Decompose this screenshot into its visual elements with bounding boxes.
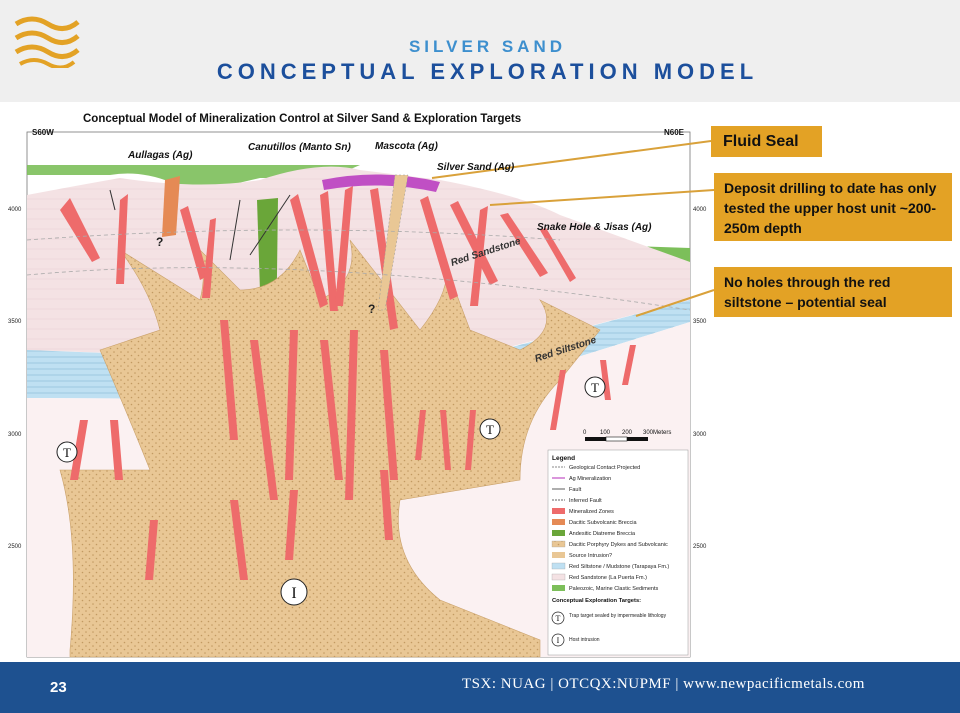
question-mark: ? xyxy=(368,302,375,316)
deposit-label-snake-hole: Snake Hole & Jisas (Ag) xyxy=(537,222,652,233)
elevation-label: 3500 xyxy=(693,319,707,325)
callout-fluid-seal: Fluid Seal xyxy=(711,126,822,157)
page-number: 23 xyxy=(50,679,67,696)
slide-title: CONCEPTUAL EXPLORATION MODEL xyxy=(216,59,759,84)
legend-item: Andesitic Diatreme Breccia xyxy=(569,531,636,537)
legend-title: Legend xyxy=(552,455,575,462)
right-edge-label: N60E xyxy=(664,128,685,137)
legend-item: Fault xyxy=(569,487,582,493)
deposit-label-canutillos: Canutillos (Manto Sn) xyxy=(248,142,351,153)
left-edge-label: S60W xyxy=(32,128,54,137)
target-symbol: T xyxy=(479,418,501,440)
legend-item: Dacitic Porphyry Dykes and Subvolcanic xyxy=(569,542,668,548)
legend-item: Ag Mineralization xyxy=(569,476,611,482)
intrusion-symbol: I xyxy=(280,578,308,606)
cross-section-diagram: Conceptual Model of Mineralization Contr… xyxy=(8,113,715,658)
svg-text:300Meters: 300Meters xyxy=(643,430,671,436)
elevation-label: 3000 xyxy=(8,432,22,438)
elevation-label: 3500 xyxy=(8,319,22,325)
mineralized-zones xyxy=(60,186,636,580)
legend-item: Mineralized Zones xyxy=(569,509,614,515)
svg-text:I: I xyxy=(557,636,560,645)
target-symbol: T xyxy=(56,441,78,463)
svg-text:200: 200 xyxy=(622,430,633,436)
svg-text:I: I xyxy=(291,585,296,602)
elevation-label: 4000 xyxy=(693,207,707,213)
svg-text:0: 0 xyxy=(583,430,587,436)
slide-header: SILVER SAND CONCEPTUAL EXPLORATION MODEL xyxy=(0,0,960,102)
slide-subtitle: SILVER SAND xyxy=(408,37,567,56)
deposit-label-aullagas: Aullagas (Ag) xyxy=(127,150,193,161)
question-mark: ? xyxy=(156,235,163,249)
legend-target-i: Host intrusion xyxy=(569,637,600,643)
callout-siltstone: No holes through the red siltstone – pot… xyxy=(714,267,952,317)
elevation-label: 2500 xyxy=(8,544,22,550)
legend-targets-title: Conceptual Exploration Targets: xyxy=(552,598,641,604)
svg-text:T: T xyxy=(63,445,71,460)
legend-item: Source Intrusion? xyxy=(569,553,612,559)
legend-item: Geological Contact Projected xyxy=(569,465,640,471)
svg-text:T: T xyxy=(486,422,494,437)
scale-bar: 0 100 200 300Meters xyxy=(583,430,671,442)
svg-text:T: T xyxy=(556,614,561,623)
legend-item: Red Sandstone (La Puerta Fm.) xyxy=(569,575,647,581)
diagram-title: Conceptual Model of Mineralization Contr… xyxy=(83,113,521,125)
legend: Legend Geological Contact Projected Ag M… xyxy=(547,449,689,656)
legend-item: Inferred Fault xyxy=(569,498,602,504)
elevation-label: 2500 xyxy=(693,544,707,550)
deposit-label-mascota: Mascota (Ag) xyxy=(375,141,438,152)
legend-target-t: Trap target sealed by impermeable lithol… xyxy=(569,613,667,619)
svg-text:100: 100 xyxy=(600,430,611,436)
svg-text:T: T xyxy=(591,380,599,395)
target-symbol: T xyxy=(584,376,606,398)
legend-item: Dacitic Subvolcanic Breccia xyxy=(569,520,637,526)
callout-drilling: Deposit drilling to date has only tested… xyxy=(714,173,952,241)
deposit-label-silver-sand: Silver Sand (Ag) xyxy=(437,162,515,173)
ticker-info: TSX: NUAG | OTCQX:NUPMF | www.newpacific… xyxy=(462,676,865,692)
legend-item: Red Siltstone / Mudstone (Tarapaya Fm.) xyxy=(569,564,669,570)
elevation-label: 3000 xyxy=(693,432,707,438)
legend-item: Paleozoic, Marine Clastic Sediments xyxy=(569,586,659,592)
wave-logo-icon xyxy=(14,16,80,68)
slide-footer: 23 TSX: NUAG | OTCQX:NUPMF | www.newpaci… xyxy=(0,662,960,713)
elevation-label: 4000 xyxy=(8,207,22,213)
